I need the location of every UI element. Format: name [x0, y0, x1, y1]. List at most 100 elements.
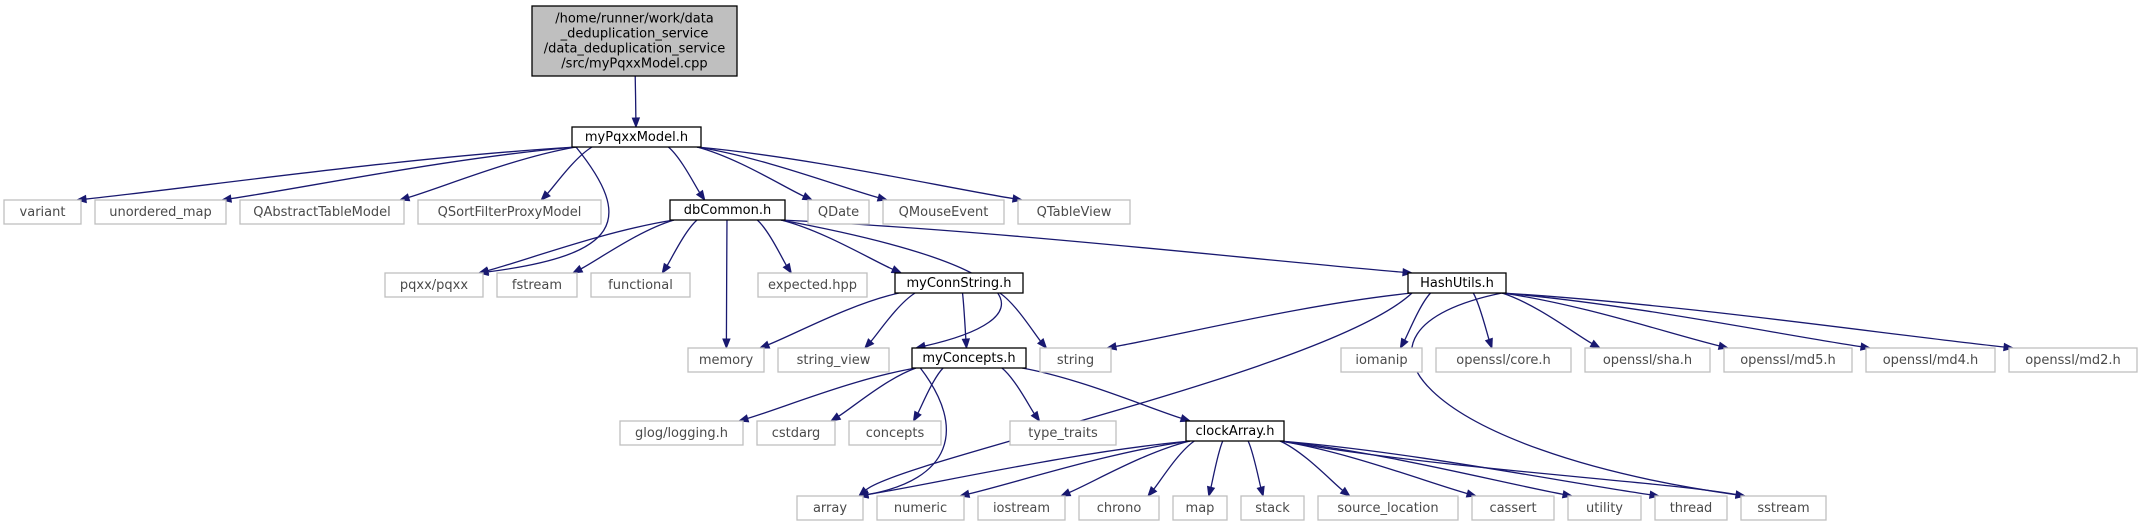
node-dbCommon[interactable]: dbCommon.h — [669, 199, 786, 221]
edge-dbCommon-to-expected — [756, 219, 787, 266]
node-openssl_sha: openssl/sha.h — [1584, 347, 1711, 373]
node-label-root-line-1: _deduplication_service — [560, 27, 709, 42]
edge-HashUtils-to-openssl_core — [1472, 292, 1490, 340]
arrowhead-clockArray-to-map — [1206, 485, 1216, 498]
node-box-openssl_sha — [1584, 347, 1711, 373]
node-myConnString[interactable]: myConnString.h — [894, 272, 1024, 294]
node-openssl_md2: openssl/md2.h — [2008, 347, 2138, 373]
edge-clockArray-to-sstream — [1279, 440, 1737, 496]
node-label-QAbstractTableModel: QAbstractTableModel — [253, 205, 390, 220]
node-box-unordered_map — [94, 199, 227, 225]
node-label-utility: utility — [1586, 501, 1623, 516]
node-box-openssl_md4 — [1865, 347, 1996, 373]
node-myPqxxModel[interactable]: myPqxxModel.h — [571, 126, 702, 148]
edge-HashUtils-to-openssl_md4 — [1501, 292, 1862, 348]
node-label-QDate: QDate — [818, 205, 859, 220]
node-label-functional: functional — [608, 278, 673, 293]
edge-HashUtils-to-sstream — [1410, 292, 1737, 496]
node-box-myConcepts — [911, 347, 1027, 369]
node-clockArray[interactable]: clockArray.h — [1185, 420, 1285, 442]
arrowhead-dbCommon-to-memory — [722, 338, 731, 350]
node-label-type_traits: type_traits — [1028, 426, 1098, 441]
arrowhead-HashUtils-to-iomanip — [1399, 337, 1409, 350]
node-label-dbCommon: dbCommon.h — [684, 203, 771, 218]
node-box-string_view — [777, 347, 890, 373]
node-root[interactable]: /home/runner/work/data_deduplication_ser… — [531, 5, 738, 77]
node-box-variant — [3, 199, 82, 225]
node-label-openssl_md5: openssl/md5.h — [1740, 353, 1836, 368]
node-label-pqxx: pqxx/pqxx — [400, 278, 468, 293]
node-box-memory — [687, 347, 765, 373]
arrowhead-dbCommon-to-pqxx — [477, 266, 490, 275]
edge-clockArray-to-numeric — [968, 440, 1191, 495]
node-box-stack — [1240, 495, 1305, 521]
node-label-memory: memory — [699, 353, 754, 368]
node-label-source_location: source_location — [1337, 501, 1438, 516]
arrowhead-myPqxxModel-to-QMouseEvent — [876, 193, 889, 202]
node-openssl_core: openssl/core.h — [1435, 347, 1572, 373]
node-label-openssl_md4: openssl/md4.h — [1883, 353, 1979, 368]
arrowhead-clockArray-to-cassert — [1465, 489, 1478, 498]
edge-HashUtils-to-openssl_md5 — [1501, 292, 1720, 347]
node-string: string — [1039, 347, 1112, 373]
node-label-myConcepts: myConcepts.h — [922, 351, 1015, 366]
arrowhead-myConnString-to-string — [1037, 338, 1048, 350]
arrowhead-dbCommon-to-myConnString — [890, 265, 903, 274]
node-QMouseEvent: QMouseEvent — [882, 199, 1005, 225]
node-label-root-line-2: /data_deduplication_service — [544, 42, 725, 57]
edge-dbCommon-to-fstream — [580, 219, 675, 270]
edge-clockArray-to-source_location — [1279, 440, 1344, 491]
node-map: map — [1172, 495, 1228, 521]
node-box-dbCommon — [669, 199, 786, 221]
node-box-QTableView — [1017, 199, 1131, 225]
edge-HashUtils-to-string — [1115, 292, 1413, 348]
node-label-cassert: cassert — [1489, 501, 1536, 516]
node-box-thread — [1654, 495, 1728, 521]
node-stack: stack — [1240, 495, 1305, 521]
arrowhead-myPqxxModel-to-QAbstractTableModel — [398, 193, 411, 202]
edge-HashUtils-to-iomanip — [1404, 292, 1432, 341]
edge-myPqxxModel-to-pqxx — [487, 146, 610, 273]
node-label-myPqxxModel: myPqxxModel.h — [585, 130, 688, 145]
node-glog: glog/logging.h — [619, 420, 744, 446]
node-box-QDate — [807, 199, 870, 225]
node-expected: expected.hpp — [757, 272, 868, 298]
node-box-clockArray — [1185, 420, 1285, 442]
node-openssl_md5: openssl/md5.h — [1723, 347, 1853, 373]
edge-myConcepts-to-glog — [747, 367, 917, 420]
edge-myConcepts-to-type_traits — [1001, 367, 1035, 415]
node-cassert: cassert — [1471, 495, 1555, 521]
arrowhead-myConcepts-to-cstdarg — [829, 412, 842, 422]
node-label-string_view: string_view — [797, 353, 871, 368]
node-type_traits: type_traits — [1009, 420, 1117, 446]
node-box-openssl_md5 — [1723, 347, 1853, 373]
node-label-stack: stack — [1255, 501, 1290, 516]
node-pqxx: pqxx/pqxx — [384, 272, 484, 298]
edge-myConnString-to-memory — [768, 292, 900, 346]
edge-myPqxxModel-to-QDate — [696, 146, 805, 197]
node-HashUtils[interactable]: HashUtils.h — [1407, 272, 1507, 294]
node-label-string: string — [1057, 353, 1094, 368]
node-myConcepts[interactable]: myConcepts.h — [911, 347, 1027, 369]
node-label-chrono: chrono — [1097, 501, 1142, 516]
node-label-root-line-3: /src/myPqxxModel.cpp — [561, 57, 707, 72]
edge-clockArray-to-cassert — [1279, 440, 1468, 495]
arrowhead-dbCommon-to-fstream — [571, 264, 584, 274]
edge-myPqxxModel-to-QSortFilterProxyModel — [547, 146, 593, 194]
node-box-string — [1039, 347, 1112, 373]
node-label-concepts: concepts — [866, 426, 925, 441]
node-box-QSortFilterProxyModel — [417, 199, 602, 225]
node-box-iostream — [977, 495, 1066, 521]
edge-dbCommon-to-myConnString — [780, 219, 894, 270]
edge-clockArray-to-utility — [1279, 440, 1564, 495]
node-QTableView: QTableView — [1017, 199, 1131, 225]
arrowhead-myPqxxModel-to-QDate — [801, 192, 814, 201]
node-label-fstream: fstream — [512, 278, 562, 293]
arrowhead-myConnString-to-string_view — [863, 338, 875, 350]
node-label-glog: glog/logging.h — [635, 426, 728, 441]
node-box-HashUtils — [1407, 272, 1507, 294]
arrowhead-myPqxxModel-to-dbCommon — [695, 189, 706, 202]
node-label-map: map — [1186, 501, 1215, 516]
node-label-HashUtils: HashUtils.h — [1420, 276, 1494, 291]
